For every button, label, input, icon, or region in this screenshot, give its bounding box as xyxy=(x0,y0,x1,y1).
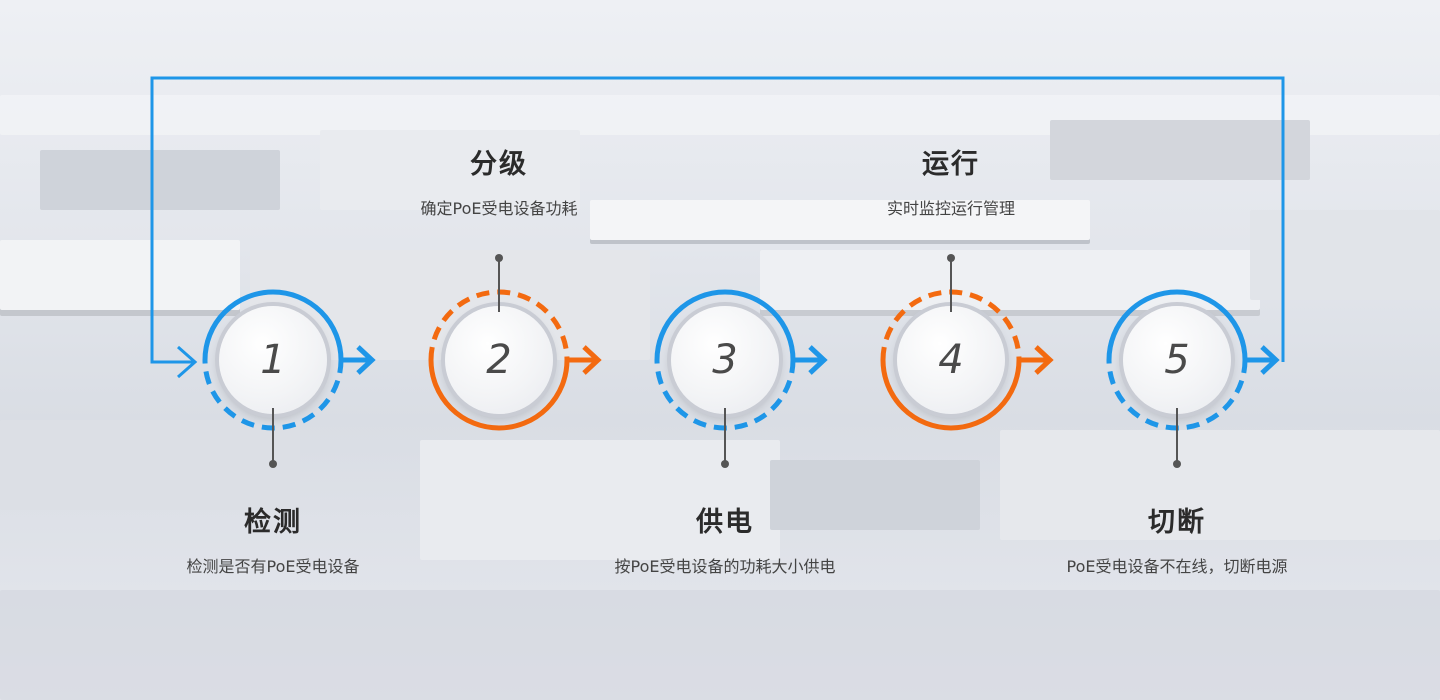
step-label: 检测检测是否有PoE受电设备 xyxy=(123,500,423,577)
step-label: 切断 PoE受电设备不在线，切断电源 xyxy=(1027,500,1327,577)
step-title: 分级 xyxy=(470,149,528,180)
label-connector xyxy=(947,254,955,312)
step-number: 2 xyxy=(486,337,512,383)
step-title: 切断 xyxy=(1148,507,1206,538)
step-disc: 1 xyxy=(219,306,327,414)
step-label: 分级确定PoE受电设备功耗 xyxy=(349,142,649,219)
step-description: 按PoE受电设备的功耗大小供电 xyxy=(614,557,836,576)
step-description: PoE受电设备不在线，切断电源 xyxy=(1066,557,1288,576)
step-number: 5 xyxy=(1164,337,1190,383)
step-3: 3 xyxy=(650,285,828,435)
step-number: 4 xyxy=(938,337,964,383)
label-connector xyxy=(269,408,277,468)
step-description: 确定PoE受电设备功耗 xyxy=(420,199,578,218)
step-label: 运行实时监控运行管理 xyxy=(801,142,1101,219)
step-disc: 2 xyxy=(445,306,553,414)
step-4: 4 xyxy=(876,285,1054,435)
step-number: 3 xyxy=(712,337,738,383)
step-disc: 4 xyxy=(897,306,1005,414)
step-description: 实时监控运行管理 xyxy=(886,199,1015,218)
step-1: 1 xyxy=(198,285,376,435)
step-label: 供电按PoE受电设备的功耗大小供电 xyxy=(575,500,875,577)
step-description: 检测是否有PoE受电设备 xyxy=(186,557,360,576)
step-title: 供电 xyxy=(696,507,754,538)
step-disc: 3 xyxy=(671,306,779,414)
label-connector xyxy=(721,408,729,468)
step-title: 运行 xyxy=(922,149,980,180)
label-connector xyxy=(1173,408,1181,468)
step-disc: 5 xyxy=(1123,306,1231,414)
step-number: 1 xyxy=(260,337,286,383)
step-title: 检测 xyxy=(244,507,302,538)
label-connector xyxy=(495,254,503,312)
